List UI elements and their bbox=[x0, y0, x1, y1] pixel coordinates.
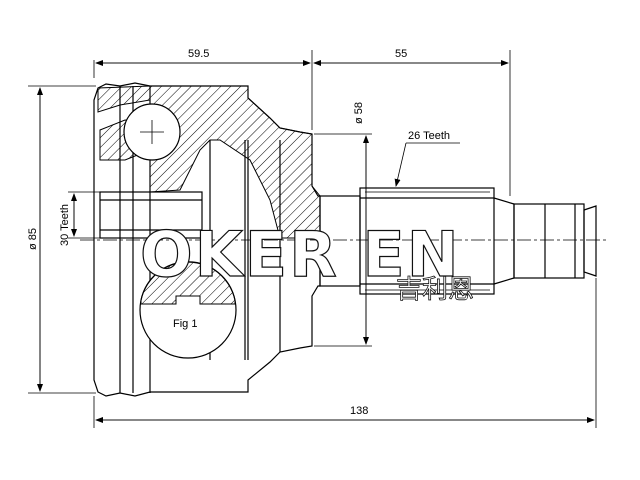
inner-teeth-label: 30 Teeth bbox=[59, 204, 71, 246]
dim-spline-diameter-text: ø 58 bbox=[353, 102, 365, 124]
dim-shaft-length-text: 55 bbox=[395, 48, 407, 60]
dim-bell-length bbox=[93, 50, 313, 130]
watermark-text: OKER EN bbox=[140, 218, 461, 291]
figure-label: Fig 1 bbox=[173, 318, 197, 330]
watermark-chinese: 吉利恩 bbox=[396, 275, 474, 305]
outer-teeth-label: 26 Teeth bbox=[408, 130, 450, 142]
stub-shaft bbox=[319, 187, 597, 295]
dim-bell-length-text: 59.5 bbox=[188, 48, 209, 60]
outer-teeth-leader bbox=[394, 142, 460, 187]
dim-bell-diameter-text: ø 85 bbox=[27, 228, 39, 250]
dim-inner-teeth bbox=[68, 191, 100, 239]
hatched-section-top-left bbox=[97, 85, 151, 113]
dim-total-length-text: 138 bbox=[350, 405, 368, 417]
fig1-section: Fig 1 bbox=[139, 261, 237, 359]
dim-shaft-length bbox=[313, 50, 511, 196]
dim-bell-diameter bbox=[28, 85, 96, 394]
spline-teeth bbox=[365, 191, 490, 291]
hatched-section bbox=[149, 85, 321, 239]
dim-spline-diameter bbox=[314, 133, 372, 347]
dim-total-length bbox=[93, 278, 597, 428]
